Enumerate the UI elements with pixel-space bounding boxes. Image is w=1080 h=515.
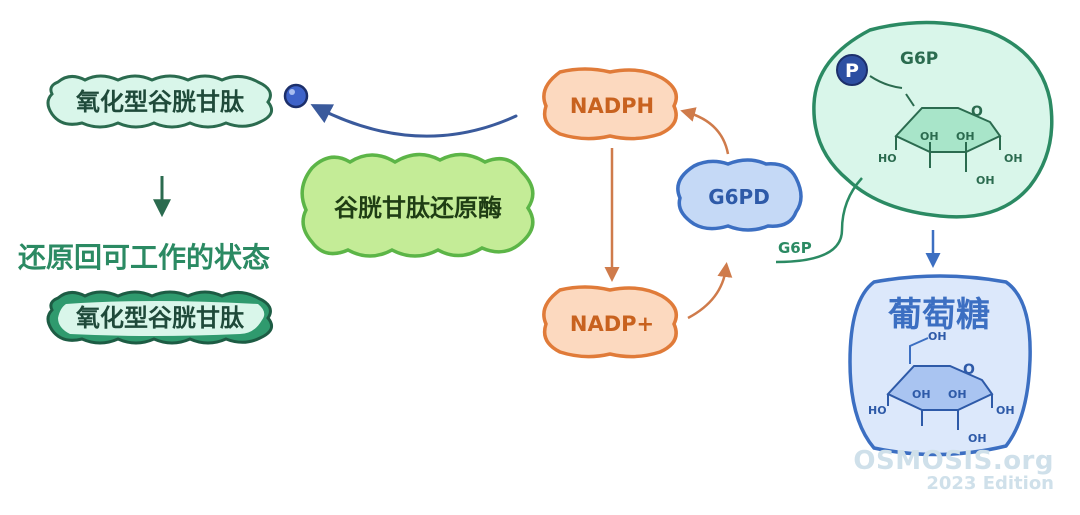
- oxidized-glutathione-bottom-badge: 氧化型谷胱甘肽: [46, 290, 274, 345]
- glucose-title: 葡萄糖: [888, 295, 990, 335]
- glucose-oh-1: OH: [912, 388, 931, 401]
- osmosis-watermark: OSMOSIS.org 2023 Edition: [853, 446, 1054, 495]
- g6pd-badge: G6PD: [676, 158, 803, 232]
- oxidized-glutathione-top-label: 氧化型谷胱甘肽: [76, 88, 245, 116]
- nadp-plus-label: NADP+: [570, 312, 654, 336]
- g6p-oh-2: OH: [956, 130, 975, 143]
- glucose-ho-left: HO: [868, 404, 887, 417]
- nadph-label: NADPH: [570, 94, 654, 118]
- phosphate-label: P: [845, 60, 859, 82]
- glucose-oh-bottom: OH: [968, 432, 987, 445]
- glutathione-reductase-label: 谷胱甘肽还原酶: [334, 194, 502, 222]
- nadph-to-glutathione-arrow: [310, 104, 518, 138]
- molecule-dot: [283, 83, 309, 109]
- glucose-ring-oxygen: O: [963, 362, 975, 378]
- nadp-plus-badge: NADP+: [542, 285, 678, 359]
- phosphate-link: [869, 75, 903, 89]
- g6pd-label: G6PD: [708, 185, 770, 209]
- oxidized-glutathione-bottom-label: 氧化型谷胱甘肽: [76, 304, 245, 332]
- g6p-oh-bottom: OH: [976, 174, 995, 187]
- glucose-oh-top: OH: [928, 330, 947, 343]
- oxidized-glutathione-top-badge: 氧化型谷胱甘肽: [46, 74, 274, 129]
- g6pd-to-nadph-arrow: [680, 107, 730, 155]
- g6p-line-label: G6P: [778, 239, 812, 257]
- nadph-badge: NADPH: [542, 67, 678, 141]
- osmosis-brand-text: OSMOSIS.org: [853, 446, 1054, 476]
- restore-working-state-text: 还原回可工作的状态: [18, 241, 271, 274]
- glucose-sugar-ring: [886, 337, 994, 430]
- osmosis-edition-text: 2023 Edition: [926, 473, 1054, 495]
- g6p-oh-right: OH: [1004, 152, 1023, 165]
- glutathione-reductase-badge: 谷胱甘肽还原酶: [300, 152, 535, 258]
- g6p-sugar-ring: [894, 93, 1002, 172]
- glucose-oh-2: OH: [948, 388, 967, 401]
- phosphate-icon: P: [836, 54, 868, 86]
- g6p-ring-oxygen: O: [971, 104, 983, 120]
- g6p-oh-1: OH: [920, 130, 939, 143]
- g6p-ho-left: HO: [878, 152, 897, 165]
- g6p-title: G6P: [900, 49, 938, 69]
- g6p-connector-line: [775, 177, 863, 264]
- nadp-to-g6pd-arrow: [687, 262, 733, 320]
- glucose-oh-right: OH: [996, 404, 1015, 417]
